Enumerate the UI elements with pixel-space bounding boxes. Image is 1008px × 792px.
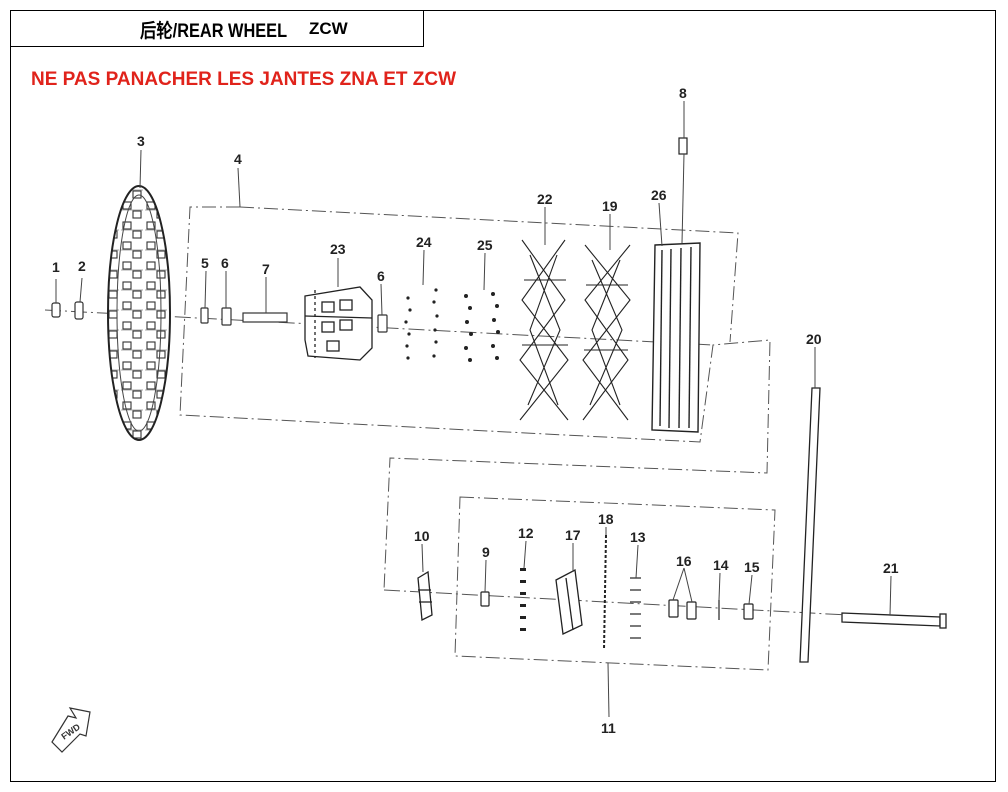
callout-9: 9 [482, 544, 490, 560]
sprocket-nuts [520, 568, 526, 631]
sprocket [555, 568, 583, 635]
axle-bolt [841, 612, 947, 629]
callout-1: 1 [52, 259, 60, 275]
part-nut [51, 301, 84, 320]
callout-18: 18 [598, 511, 614, 527]
drawing-frame [10, 10, 996, 782]
callout-8: 8 [679, 85, 687, 101]
leader-lines [55, 101, 892, 718]
callout-7: 7 [262, 261, 270, 277]
callout-15: 15 [744, 559, 760, 575]
callout-22: 22 [537, 191, 553, 207]
fwd-arrow-icon: FWD [51, 707, 91, 753]
callout-6a: 6 [221, 255, 229, 271]
callout-26: 26 [651, 187, 667, 203]
callout-12: 12 [518, 525, 534, 541]
sprocket-carrier [417, 570, 433, 622]
callout-5: 5 [201, 255, 209, 271]
callout-labels: 1 2 3 4 5 6 7 6 23 24 25 22 19 26 8 20 1… [52, 85, 899, 736]
callout-16: 16 [676, 553, 692, 569]
callout-20: 20 [806, 331, 822, 347]
rim [651, 242, 701, 433]
callout-6b: 6 [377, 268, 385, 284]
bearings-spacers [200, 307, 388, 333]
callout-21: 21 [883, 560, 899, 576]
hub [304, 286, 373, 361]
callout-14: 14 [713, 557, 729, 573]
callout-2: 2 [78, 258, 86, 274]
right-side-spacers [668, 599, 754, 620]
spokes [519, 239, 631, 421]
spoke-nipples [404, 288, 500, 362]
axle-rod [799, 387, 821, 663]
callout-23: 23 [330, 241, 346, 257]
callout-13: 13 [630, 529, 646, 545]
hub-group-outline [179, 206, 771, 591]
page-title: 后轮/REAR WHEEL [140, 21, 288, 42]
chain [603, 534, 607, 651]
model-code: ZCW [309, 19, 348, 38]
sprocket-bearing [480, 591, 490, 607]
callout-10: 10 [414, 528, 430, 544]
title-box [10, 10, 424, 47]
tire [107, 185, 171, 441]
sprocket-group-outline [454, 496, 776, 671]
callout-3: 3 [137, 133, 145, 149]
callout-4: 4 [234, 151, 242, 167]
callout-24: 24 [416, 234, 432, 250]
callout-25: 25 [477, 237, 493, 253]
valve [678, 137, 688, 155]
callout-17: 17 [565, 527, 581, 543]
warning-notice: NE PAS PANACHER LES JANTES ZNA ET ZCW [31, 69, 457, 90]
callout-19: 19 [602, 198, 618, 214]
sprocket-bolts [630, 577, 641, 639]
callout-11: 11 [601, 720, 616, 736]
